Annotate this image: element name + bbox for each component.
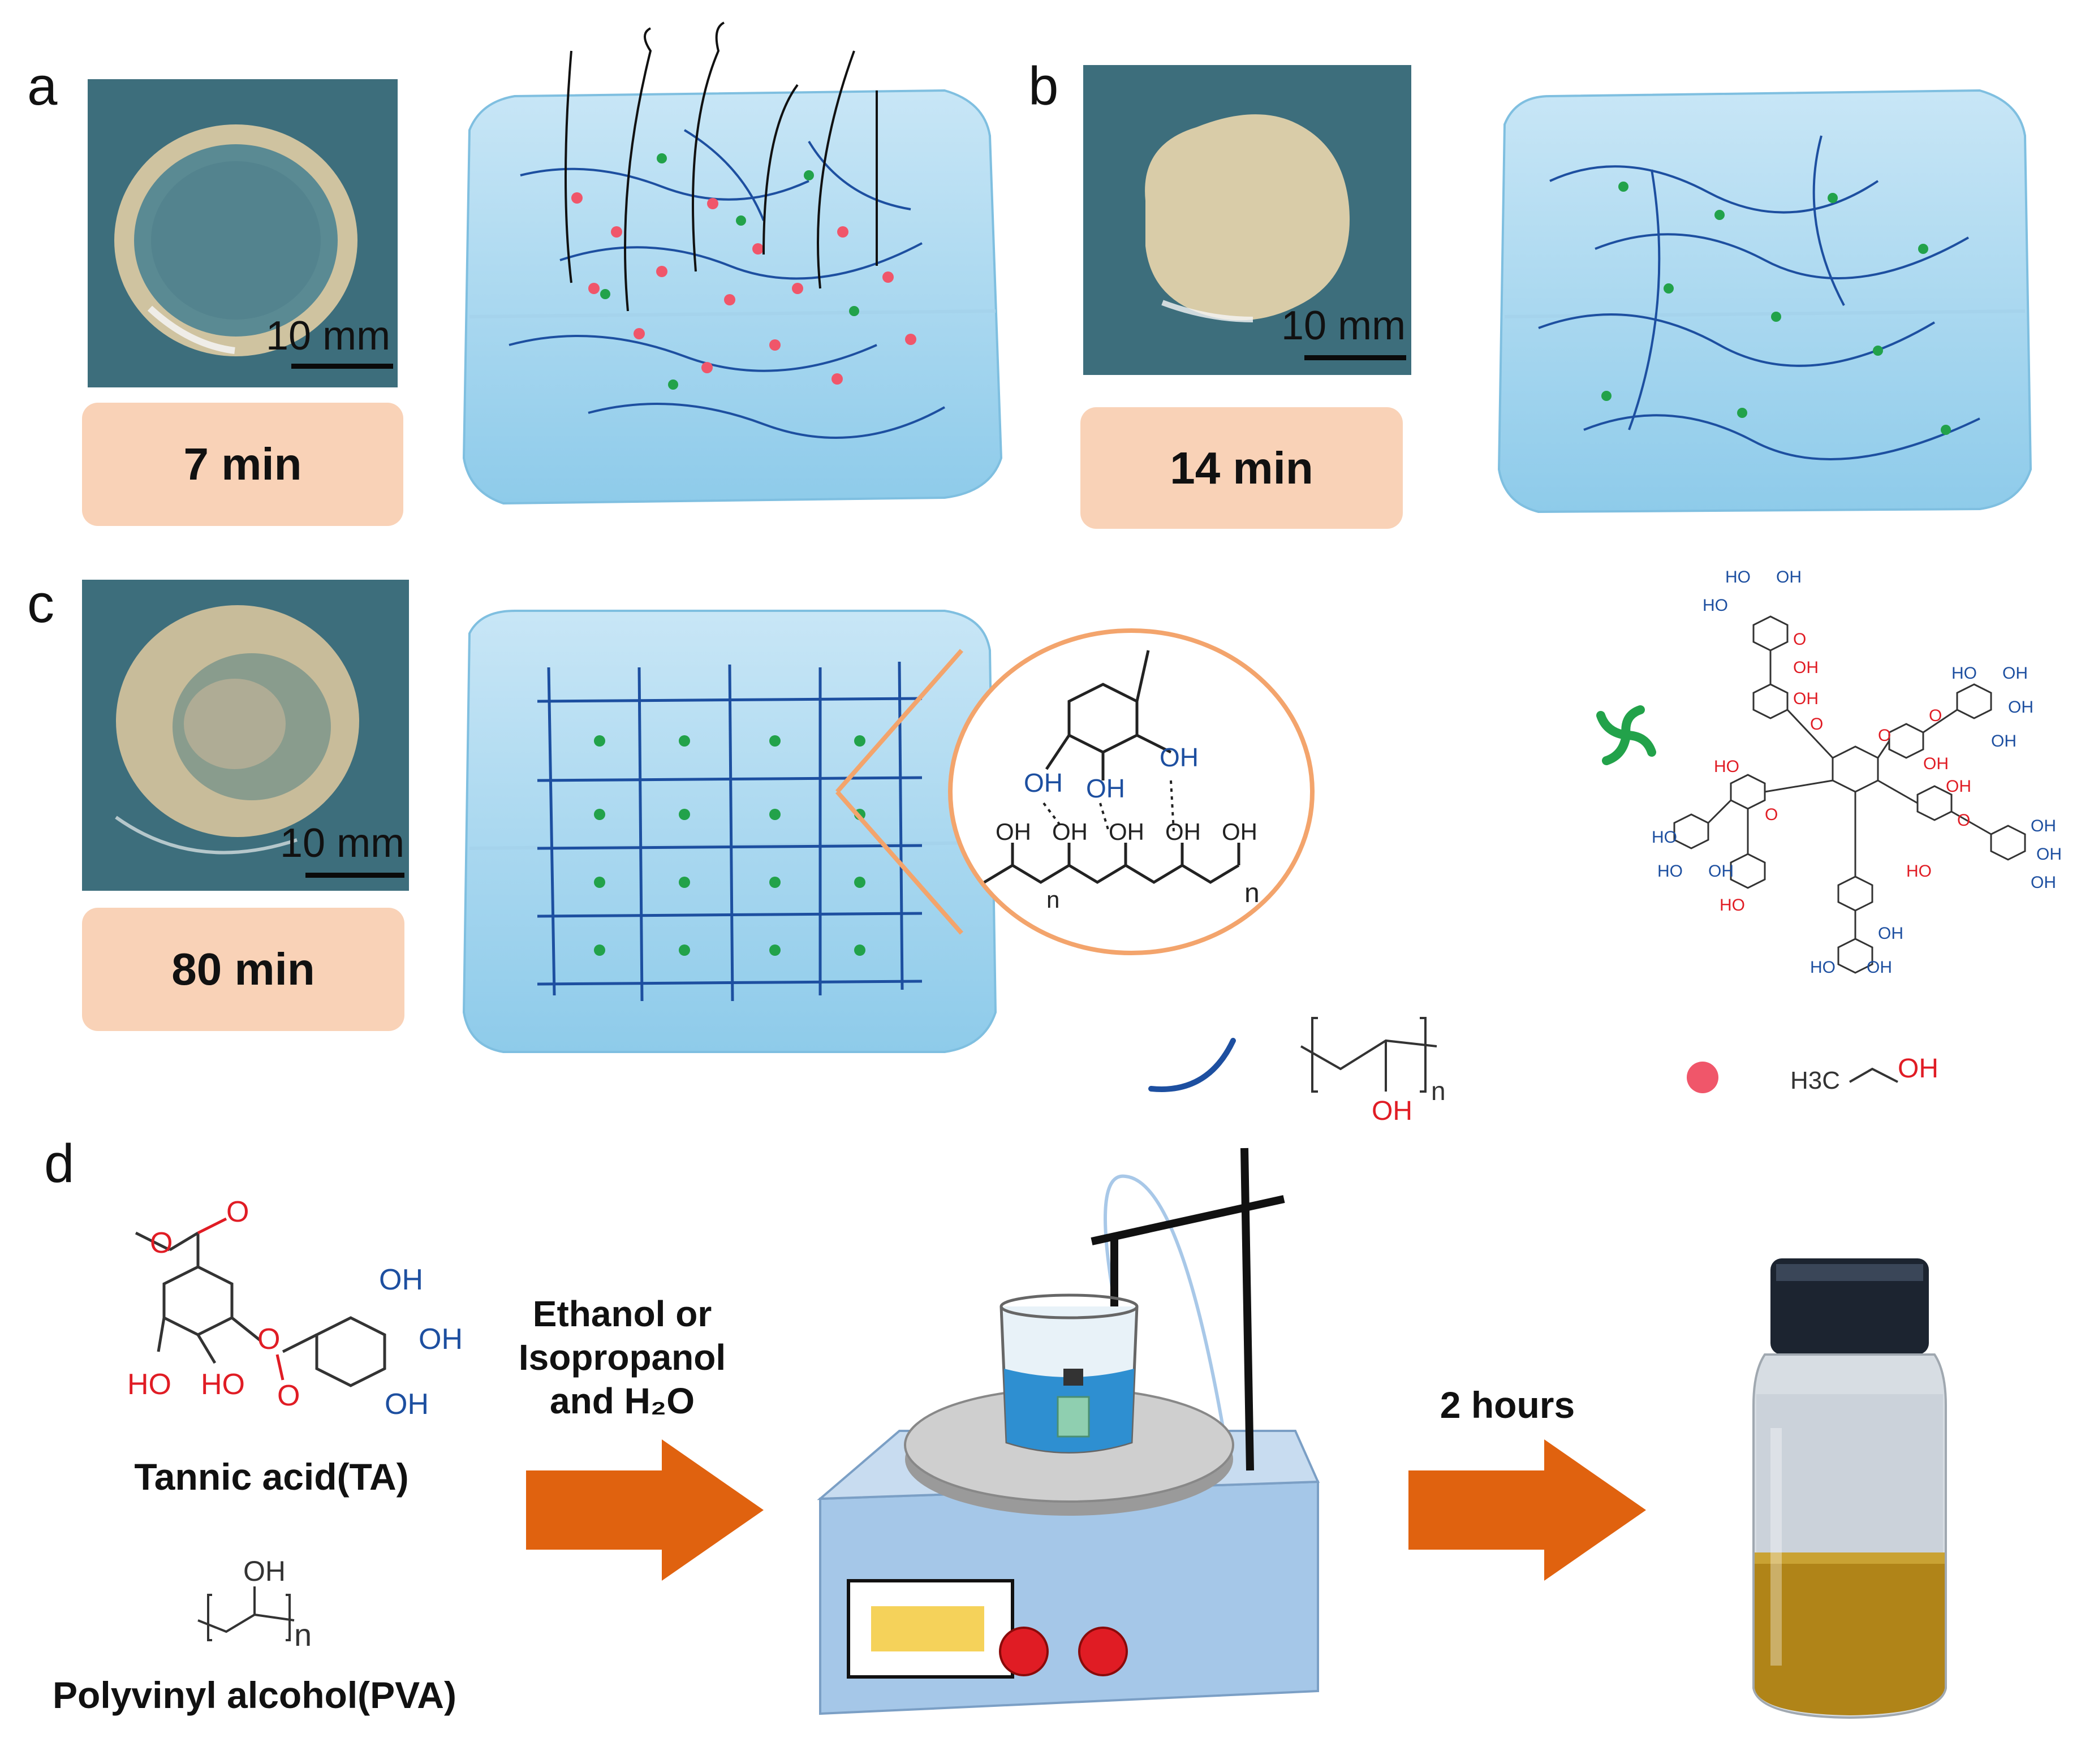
- ta-name: Tannic acid(TA): [134, 1456, 409, 1498]
- ta-star-icon: [1596, 705, 1656, 765]
- ta-frag-oh-2: OH: [419, 1323, 463, 1356]
- ta-oh-5: OH: [2002, 664, 2028, 683]
- ta-oh-17: OH: [1793, 658, 1819, 677]
- ta-oh-8: HO: [1652, 828, 1677, 847]
- process-arrow-1: [526, 1439, 764, 1581]
- solvent-line-3: and H₂O: [550, 1380, 695, 1421]
- ta-ho-2: HO: [1720, 896, 1745, 915]
- ta-frag-o-4: O: [277, 1379, 300, 1412]
- solvent-line-2: Isopropanol: [518, 1336, 726, 1378]
- oh-label-3: OH: [1160, 743, 1199, 772]
- n-label-1: n: [1046, 886, 1059, 913]
- pva-small-structure: OH n: [197, 1555, 312, 1653]
- ta-frag-o-3: O: [257, 1323, 280, 1356]
- sample-photo-a: [88, 79, 398, 387]
- panel-letter-d: d: [44, 1133, 75, 1194]
- oh-label-4: OH: [996, 818, 1031, 845]
- scale-label-c: 10 mm: [280, 821, 405, 866]
- ta-oh-4: HO: [1951, 664, 1977, 683]
- tannic-acid-structure: HO OH HO HO OH OH OH HO HO OH OH OH OH O…: [1652, 568, 2062, 977]
- ta-o-2: O: [1810, 715, 1823, 734]
- ta-o-5: O: [1765, 805, 1778, 824]
- pva-small-oh: OH: [243, 1555, 286, 1587]
- ta-frag-ho-1: HO: [127, 1368, 171, 1401]
- oh-label-2: OH: [1086, 774, 1125, 803]
- legend-pva-structure: OH n: [1300, 1017, 1446, 1126]
- time-badge-c: 80 min: [82, 908, 404, 1031]
- ta-oh-18: OH: [1793, 689, 1819, 708]
- n-label-2: n: [1244, 878, 1260, 908]
- legend-ethanol-oh: OH: [1898, 1054, 1938, 1084]
- ta-oh-14: OH: [1878, 924, 1903, 943]
- hydrogen-bond-zoom: OH OH OH OH OH OH OH OH n n: [835, 628, 1315, 955]
- time-badge-b: 14 min: [1080, 407, 1403, 529]
- ta-oh-19: OH: [1923, 754, 1949, 773]
- ta-ho-1: HO: [1714, 757, 1739, 776]
- legend-pva-n: n: [1431, 1076, 1446, 1106]
- process-arrow-2: [1408, 1439, 1646, 1581]
- scale-label-a: 10 mm: [266, 313, 391, 359]
- legend-ethanol-structure: H3C OH: [1790, 1054, 1938, 1094]
- panel-letter-a: a: [27, 56, 58, 117]
- ta-oh-15: HO: [1810, 958, 1836, 977]
- ta-oh-13: OH: [2031, 873, 2056, 892]
- ta-oh-1: HO: [1725, 568, 1751, 586]
- ta-frag-o-1: O: [226, 1199, 249, 1228]
- solvent-label: Ethanol or Isopropanol and H₂O: [498, 1292, 747, 1422]
- ta-oh-16: OH: [1867, 958, 1892, 977]
- scale-label-b: 10 mm: [1281, 303, 1406, 348]
- ta-oh-10: OH: [1708, 862, 1734, 881]
- ta-oh-7: OH: [1991, 732, 2017, 751]
- sample-photo-b: [1083, 65, 1411, 375]
- ta-oh-11: OH: [2031, 817, 2056, 835]
- ta-frag-oh-3: OH: [385, 1388, 429, 1421]
- pva-small-n: n: [294, 1617, 312, 1653]
- ta-frag-oh-1: OH: [379, 1263, 423, 1296]
- oh-label-1: OH: [1024, 768, 1063, 797]
- oh-label-8: OH: [1222, 818, 1257, 845]
- hydrogel-block-c: [462, 610, 997, 1053]
- ta-fragment-structure: O O O O HO HO OH OH OH: [127, 1199, 463, 1421]
- panel-letter-b: b: [1028, 56, 1059, 117]
- ta-oh-6: OH: [2008, 698, 2033, 717]
- ta-o-4: O: [1929, 706, 1942, 725]
- panel-letter-c: c: [27, 573, 54, 634]
- ta-o-3: O: [1878, 726, 1891, 745]
- legend-pva-chain-symbol: [1148, 1038, 1236, 1092]
- oh-label-7: OH: [1165, 818, 1201, 845]
- scale-bar-a: [291, 364, 393, 369]
- ta-oh-12: OH: [2036, 845, 2062, 864]
- hydrogel-block-a: [462, 21, 1003, 505]
- hydrogel-block-b: [1497, 89, 2032, 514]
- magnetic-stirrer: [817, 1148, 1320, 1715]
- sample-photo-c: [82, 580, 409, 891]
- ta-oh-2: OH: [1776, 568, 1802, 586]
- scale-bar-c: [305, 873, 404, 878]
- ta-frag-ho-2: HO: [201, 1368, 245, 1401]
- product-vial: [1752, 1258, 1947, 1719]
- scale-bar-b: [1304, 355, 1406, 360]
- oh-label-5: OH: [1052, 818, 1088, 845]
- ta-o-1: O: [1793, 630, 1806, 649]
- ta-oh-9: HO: [1657, 862, 1683, 881]
- time-badge-a: 7 min: [82, 403, 403, 526]
- oh-label-6: OH: [1109, 818, 1144, 845]
- ta-o-6: O: [1957, 811, 1970, 830]
- solvent-line-1: Ethanol or: [532, 1293, 712, 1334]
- duration-label: 2 hours: [1440, 1384, 1575, 1426]
- legend-ethanol-dot: [1687, 1062, 1718, 1093]
- legend-h3c: H3C: [1790, 1067, 1840, 1094]
- ta-frag-o-2: O: [150, 1227, 173, 1260]
- legend-pva-oh: OH: [1372, 1096, 1412, 1126]
- ta-oh-3: HO: [1703, 596, 1728, 615]
- pva-name: Polyvinyl alcohol(PVA): [53, 1674, 456, 1716]
- ta-ho-3: HO: [1906, 862, 1932, 881]
- ta-oh-20: OH: [1946, 777, 1971, 796]
